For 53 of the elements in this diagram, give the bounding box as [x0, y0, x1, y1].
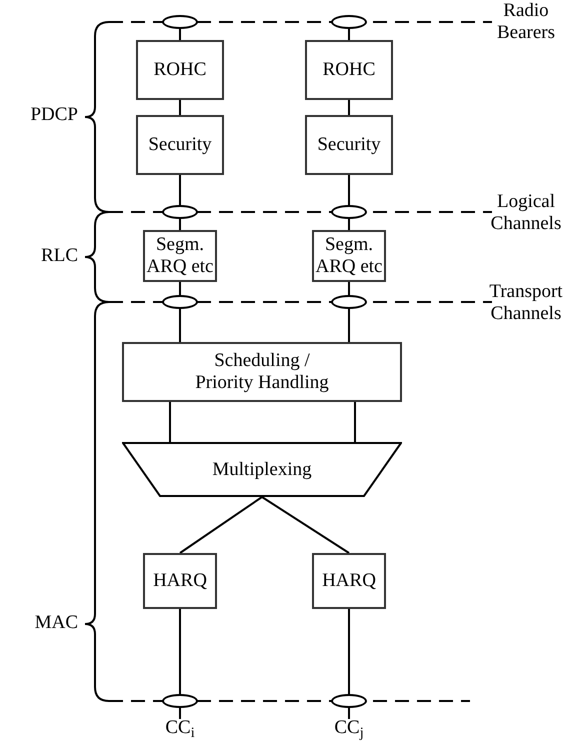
connector-line: [179, 100, 181, 115]
connector-line: [179, 29, 181, 40]
box-label: HARQ: [322, 570, 376, 592]
connector-line: [348, 29, 350, 40]
box-label: Scheduling / Priority Handling: [194, 350, 330, 394]
process-box: [312, 553, 386, 609]
box-label: Multiplexing: [212, 458, 312, 480]
connector-line: [261, 496, 350, 554]
connector-line: [348, 175, 350, 205]
box-label: ROHC: [154, 59, 206, 81]
connector-line: [179, 219, 181, 230]
layer-label: PDCP: [29, 104, 78, 126]
access-point-oval: [162, 205, 198, 219]
access-point-oval: [162, 15, 198, 29]
channel-label: Radio Bearers: [496, 0, 556, 44]
connector-line: [179, 496, 263, 554]
connector-line: [179, 175, 181, 205]
connector-line: [179, 282, 181, 295]
process-box: [136, 115, 224, 175]
process-box: [305, 115, 393, 175]
connector-line: [348, 100, 350, 115]
box-label: Security: [317, 134, 381, 156]
box-label: Segm. ARQ etc: [314, 234, 384, 278]
access-point-oval: [331, 694, 367, 708]
connector-line: [348, 309, 350, 342]
box-label: Segm. ARQ etc: [145, 234, 214, 278]
connector-line: [348, 282, 350, 295]
access-point-oval: [331, 295, 367, 309]
connector-line: [348, 708, 350, 719]
box-label: ROHC: [322, 59, 376, 81]
connector-line: [169, 402, 171, 442]
channel-label: Logical Channels: [490, 191, 562, 235]
access-point-oval: [162, 295, 198, 309]
box-label: HARQ: [153, 570, 207, 592]
process-box: [305, 40, 393, 100]
process-box: [122, 342, 402, 402]
layer-label: MAC: [34, 612, 78, 634]
connector-line: [354, 402, 356, 442]
connector-line: [348, 609, 350, 694]
access-point-oval: [331, 15, 367, 29]
connector-line: [179, 708, 181, 719]
channel-label: Transport Channels: [488, 281, 564, 325]
connector-line: [348, 219, 350, 230]
access-point-oval: [162, 694, 198, 708]
connector-line: [179, 309, 181, 342]
process-box: [136, 40, 224, 100]
access-point-oval: [331, 205, 367, 219]
carrier-label: CC$_{i}$: [165, 719, 195, 737]
process-box: [143, 553, 217, 609]
box-label: Security: [148, 134, 212, 156]
layer-label: RLC: [40, 245, 78, 267]
multiplexer-trapezoid: [122, 442, 402, 497]
connector-line: [179, 609, 181, 694]
